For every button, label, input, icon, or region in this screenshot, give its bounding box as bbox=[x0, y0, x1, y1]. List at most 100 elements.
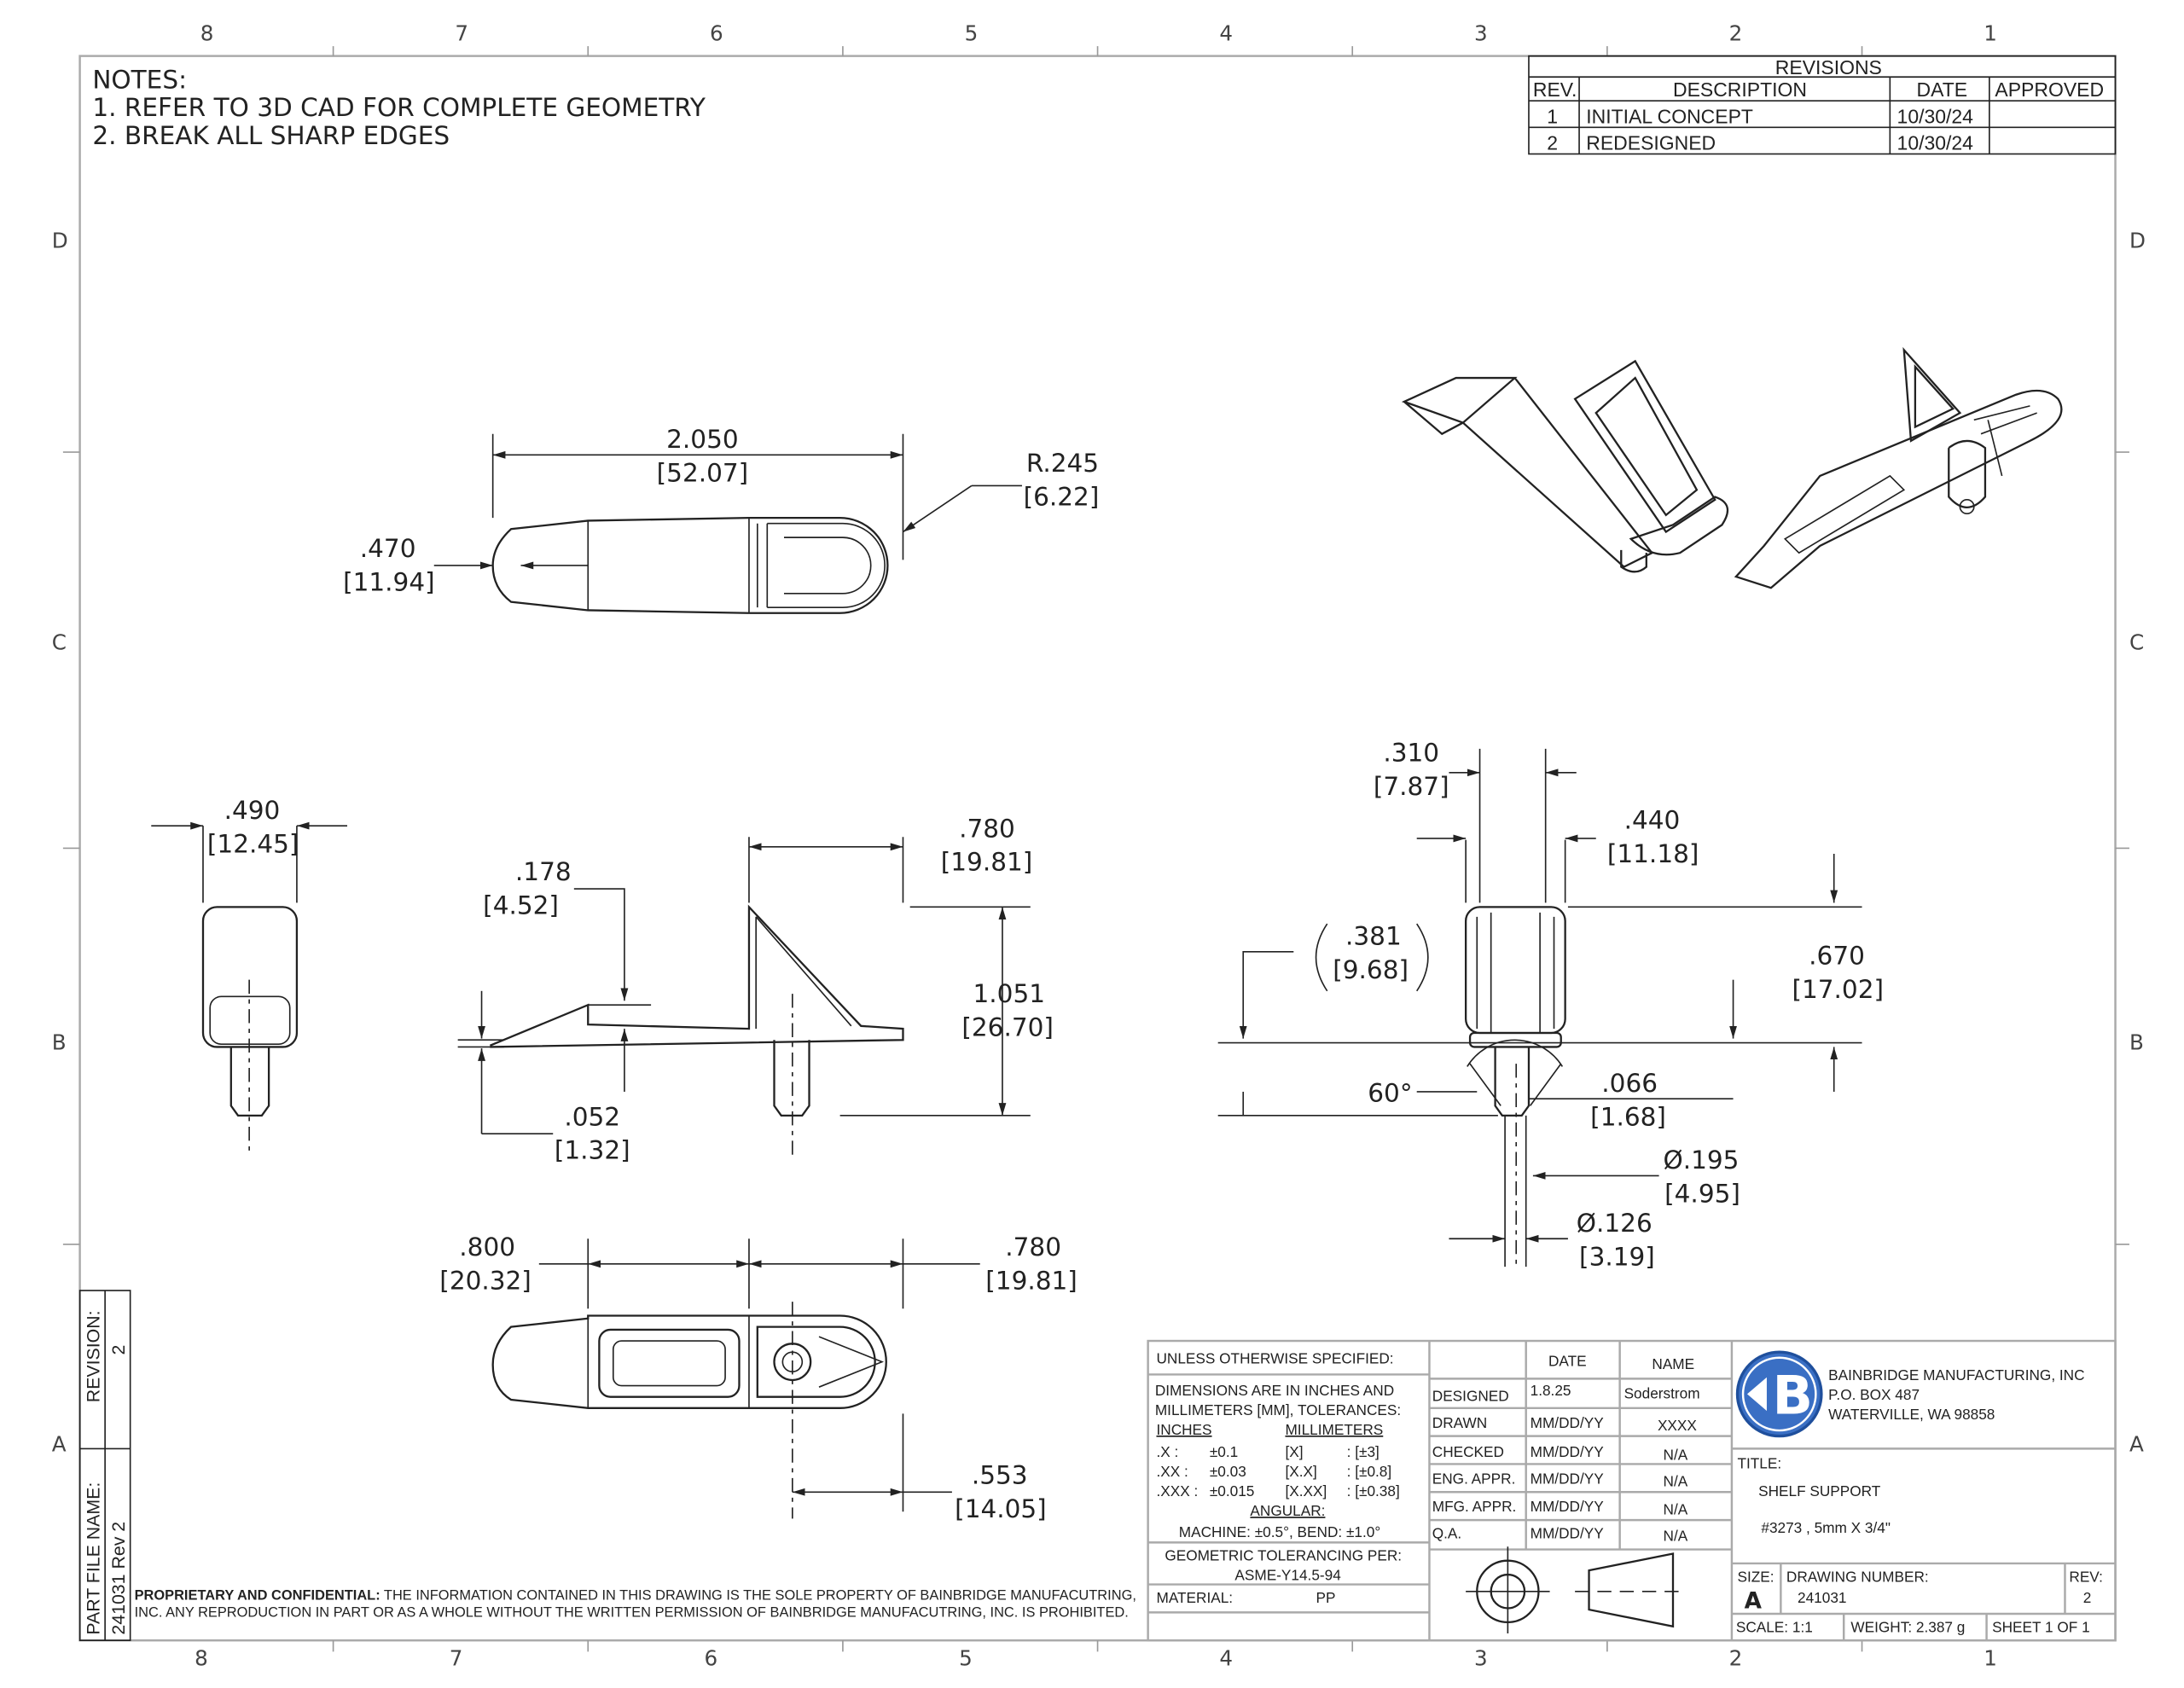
zones-top-7: 1 bbox=[1984, 21, 1997, 46]
tolerances-rows-0-mv: : [±3] bbox=[1347, 1443, 1380, 1460]
notes: NOTES: 1. REFER TO 3D CAD FOR COMPLETE G… bbox=[92, 65, 706, 150]
tolerances-rows-1-k: .XX : bbox=[1156, 1463, 1188, 1480]
company-address1: P.O. BOX 487 bbox=[1828, 1386, 1920, 1403]
zones-top-0: 8 bbox=[195, 1646, 208, 1671]
dimensions-side-178-in: .178 bbox=[515, 857, 572, 886]
side-block-revision: 2 bbox=[108, 1345, 129, 1355]
dimensions-r-195-in: Ø.195 bbox=[1664, 1146, 1740, 1175]
side-block-file: 241031 Rev 2 bbox=[108, 1522, 129, 1635]
dimensions-end-w-mm: [12.45] bbox=[207, 829, 299, 858]
title-block-size: A bbox=[1745, 1588, 1763, 1614]
top-view: 2.050 [52.07] R.245 [6.22] .470 [11.94] bbox=[343, 425, 1100, 614]
dimensions-top-r-mm: [6.22] bbox=[1024, 482, 1100, 511]
dimensions-r-60: 60° bbox=[1368, 1078, 1412, 1107]
approvals-rows-0-name: Soderstrom bbox=[1624, 1384, 1700, 1401]
dimensions-top-w-mm: [11.94] bbox=[343, 567, 435, 596]
revisions-title: REVISIONS bbox=[1775, 56, 1882, 78]
approvals-rows-4-name: N/A bbox=[1664, 1501, 1688, 1518]
tolerances-gdt: GEOMETRIC TOLERANCING PER: bbox=[1165, 1547, 1402, 1564]
proprietary-text: PROPRIETARY AND CONFIDENTIAL: THE INFORM… bbox=[135, 1588, 1140, 1621]
tolerance-block: UNLESS OTHERWISE SPECIFIED: DIMENSIONS A… bbox=[1147, 1339, 2117, 1642]
dimensions-r-126-in: Ø.126 bbox=[1577, 1209, 1653, 1238]
tolerances-line1: DIMENSIONS ARE IN INCHES AND bbox=[1155, 1382, 1394, 1399]
reference-parentheses bbox=[1315, 923, 1429, 992]
title-block-rev: 2 bbox=[2083, 1589, 2092, 1606]
revisions-table: REVISIONS REV. DESCRIPTION DATE APPROVED… bbox=[1528, 55, 2117, 155]
tolerances-millimeters: MILLIMETERS bbox=[1285, 1421, 1383, 1438]
title-block-title: SHELF SUPPORT bbox=[1758, 1482, 1881, 1499]
approvals-headers-0: DATE bbox=[1548, 1353, 1587, 1370]
zones-top-5: 3 bbox=[1474, 1646, 1488, 1671]
zones-top-3: 5 bbox=[959, 1646, 973, 1671]
zones-top-0: 8 bbox=[200, 21, 214, 46]
approvals-rows-3-date: MM/DD/YY bbox=[1531, 1470, 1605, 1487]
tolerances-header: UNLESS OTHERWISE SPECIFIED: bbox=[1156, 1349, 1393, 1366]
tolerances-rows-1-mk: [X.X] bbox=[1285, 1463, 1316, 1480]
zones-top-2: 6 bbox=[704, 1646, 717, 1671]
revisions-rows-0-desc: INITIAL CONCEPT bbox=[1586, 105, 1753, 127]
end-view: .490[12.45] bbox=[151, 796, 348, 1155]
tolerances-rows-1-mv: : [±0.8] bbox=[1347, 1463, 1392, 1480]
dimensions-side-1051-in: 1.051 bbox=[973, 979, 1046, 1008]
dimensions-top-len-mm: [52.07] bbox=[657, 458, 749, 487]
proprietary-line2: ANY REPRODUCTION IN PART OR AS A WHOLE W… bbox=[166, 1604, 1129, 1621]
title-block-subtitle: #3273 , 5mm X 3/4" bbox=[1761, 1519, 1891, 1536]
revisions-rows-1-rev: 2 bbox=[1547, 132, 1558, 154]
dimensions-top-r-in: R.245 bbox=[1026, 449, 1099, 478]
approvals-rows-4-date: MM/DD/YY bbox=[1531, 1498, 1605, 1515]
approvals-rows-3-role: ENG. APPR. bbox=[1432, 1470, 1516, 1487]
zones-top-7: 1 bbox=[1984, 1646, 1997, 1671]
title-block-weight: WEIGHT: 2.387 g bbox=[1850, 1618, 1965, 1635]
title-block-dwg: 241031 bbox=[1798, 1589, 1846, 1606]
tolerances-rows-1-v: ±0.03 bbox=[1210, 1463, 1246, 1480]
zones-side-2: B bbox=[2129, 1030, 2144, 1055]
company-logo-text: B bbox=[1773, 1364, 1814, 1426]
approvals-rows-1-name: XXXX bbox=[1658, 1417, 1697, 1434]
dimensions-r-381-mm: [9.68] bbox=[1333, 955, 1409, 984]
zones-side-0: D bbox=[2129, 228, 2146, 252]
dimensions-r-440-mm: [11.18] bbox=[1607, 839, 1699, 868]
title-block-rev-label: REV: bbox=[2069, 1568, 2103, 1585]
title-block: TITLE: SHELF SUPPORT #3273 , 5mm X 3/4" … bbox=[1736, 1454, 2103, 1635]
tolerances-rows-2-v: ±0.015 bbox=[1210, 1482, 1255, 1499]
dimensions-b-800-mm: [20.32] bbox=[439, 1266, 531, 1295]
tolerances-rows-0-mk: [X] bbox=[1285, 1443, 1303, 1460]
approvals-rows-2-date: MM/DD/YY bbox=[1531, 1443, 1605, 1460]
tolerances-gdt-std: ASME-Y14.5-94 bbox=[1234, 1567, 1341, 1584]
tolerances-angular: ANGULAR: bbox=[1250, 1502, 1325, 1519]
revisions-rows-1-desc: REDESIGNED bbox=[1586, 132, 1716, 154]
tolerances-rows-0-k: .X : bbox=[1156, 1443, 1178, 1460]
revisions-headers-0: REV. bbox=[1533, 78, 1577, 101]
zones-side-0: D bbox=[52, 228, 68, 252]
title-block-dwg-label: DRAWING NUMBER: bbox=[1786, 1568, 1929, 1585]
dimensions-top-w-in: .470 bbox=[360, 534, 416, 563]
tolerances-line2: MILLIMETERS [MM], TOLERANCES: bbox=[1155, 1401, 1401, 1418]
zones-top-5: 3 bbox=[1474, 21, 1488, 46]
tolerances-material: PP bbox=[1316, 1589, 1336, 1606]
tolerances-rows-2-mv: : [±0.38] bbox=[1347, 1482, 1400, 1499]
revisions-rows-0-rev: 1 bbox=[1547, 105, 1558, 127]
zones-side-1: C bbox=[52, 629, 67, 654]
revisions-headers-2: DATE bbox=[1917, 78, 1968, 101]
sheet-frame bbox=[62, 46, 2129, 1652]
tolerances-machine: MACHINE: ±0.5°, BEND: ±1.0° bbox=[1179, 1523, 1381, 1540]
dimensions-top-len-in: 2.050 bbox=[666, 425, 739, 454]
bottom-view: .800[20.32] .780[19.81] .553[14.05] bbox=[439, 1233, 1077, 1523]
approvals-rows-5-role: Q.A. bbox=[1432, 1524, 1461, 1541]
approvals-rows-1-date: MM/DD/YY bbox=[1531, 1414, 1605, 1431]
dimensions-side-052-mm: [1.32] bbox=[555, 1136, 630, 1165]
approvals-rows-0-date: 1.8.25 bbox=[1531, 1382, 1571, 1399]
tolerances-rows-2-mk: [X.XX] bbox=[1285, 1482, 1327, 1499]
approvals-rows-5-name: N/A bbox=[1664, 1528, 1688, 1545]
approvals-headers-1: NAME bbox=[1652, 1355, 1694, 1372]
dimensions-side-780-mm: [19.81] bbox=[941, 848, 1033, 877]
zones-top-2: 6 bbox=[710, 21, 723, 46]
title-block-title-label: TITLE: bbox=[1737, 1454, 1781, 1471]
notes-items-1: 2. BREAK ALL SHARP EDGES bbox=[92, 121, 450, 150]
side-block-revision-label: REVISION: bbox=[84, 1310, 104, 1402]
zones-top-4: 4 bbox=[1219, 21, 1233, 46]
zones-top-4: 4 bbox=[1219, 1646, 1233, 1671]
proprietary-bold: PROPRIETARY AND CONFIDENTIAL: bbox=[134, 1588, 380, 1604]
